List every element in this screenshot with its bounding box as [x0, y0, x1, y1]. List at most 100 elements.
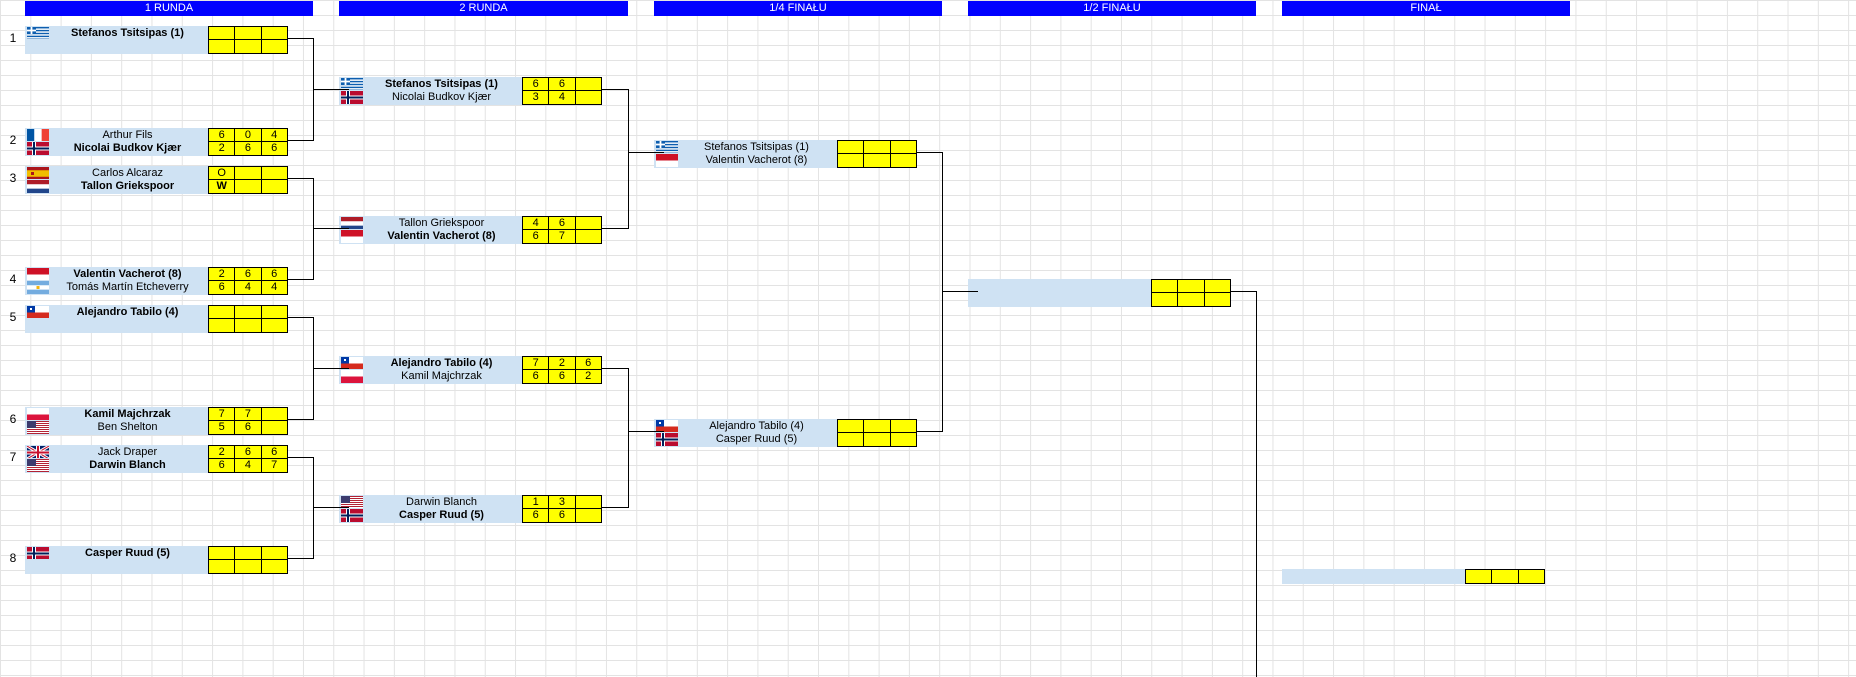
player-row[interactable]: Jack Draper: [25, 444, 208, 461]
score-cell-set-2[interactable]: [863, 153, 891, 168]
score-cell-set-1[interactable]: [1465, 569, 1493, 584]
score-cell-set-3[interactable]: [1203, 292, 1231, 307]
score-cell-set-3[interactable]: 4: [260, 128, 288, 143]
player-row[interactable]: Stefanos Tsitsipas (1): [339, 77, 522, 92]
score-cell-set-2[interactable]: [1177, 292, 1205, 307]
score-cell-set-1[interactable]: [837, 432, 865, 447]
bracket-connector: [286, 38, 313, 39]
player-row[interactable]: Tomás Martín Etcheverry: [25, 280, 208, 295]
player-name: Alejandro Tabilo (4): [76, 306, 179, 318]
bracket-connector: [915, 431, 942, 432]
score-cell-set-3[interactable]: [574, 508, 602, 523]
score-cell-set-1[interactable]: 6: [522, 369, 550, 384]
score-cell-set-1[interactable]: [208, 39, 236, 54]
player-row[interactable]: Tallon Griekspoor: [25, 179, 208, 194]
player-row[interactable]: Nicolai Budkov Kjær: [25, 141, 208, 156]
player-row[interactable]: Valentin Vacherot (8): [339, 229, 522, 244]
player-row[interactable]: Alejandro Tabilo (4): [25, 305, 208, 320]
score-cell-set-3[interactable]: [260, 39, 288, 54]
player-row[interactable]: Darwin Blanch: [339, 495, 522, 510]
score-cell-set-2[interactable]: 4: [548, 90, 576, 105]
player-name: Darwin Blanch: [406, 496, 477, 508]
player-row[interactable]: Kamil Majchrzak: [339, 369, 522, 384]
score-cell-set-3[interactable]: [260, 179, 288, 194]
player-row[interactable]: [25, 318, 208, 333]
player-row[interactable]: Valentin Vacherot (8): [654, 153, 837, 168]
player-row[interactable]: Stefanos Tsitsipas (1): [25, 26, 208, 41]
norway-flag-icon: [656, 433, 678, 446]
player-name: Arthur Fils: [102, 129, 153, 141]
score-cell-set-1[interactable]: 6: [208, 458, 236, 473]
bracket-connector: [600, 228, 628, 229]
score-cell-set-2[interactable]: [234, 179, 262, 194]
score-cell-set-3[interactable]: 6: [260, 267, 288, 282]
score-cell-set-2[interactable]: 4: [234, 280, 262, 295]
score-cell-set-2[interactable]: 6: [234, 141, 262, 156]
player-row[interactable]: [968, 292, 1151, 307]
player-name: Casper Ruud (5): [399, 509, 484, 521]
score-cell-set-2[interactable]: 6: [548, 369, 576, 384]
player-row[interactable]: Arthur Fils: [25, 128, 208, 143]
player-row[interactable]: Tallon Griekspoor: [339, 216, 522, 231]
player-name: Ben Shelton: [97, 421, 158, 433]
score-cell-set-2[interactable]: [234, 559, 262, 574]
score-cell-set-3[interactable]: 4: [260, 280, 288, 295]
player-row[interactable]: Kamil Majchrzak: [25, 407, 208, 422]
player-name: Casper Ruud (5): [715, 433, 798, 445]
score-cell-set-2[interactable]: 6: [234, 420, 262, 435]
score-cell-set-1[interactable]: [208, 559, 236, 574]
score-cell-set-2[interactable]: [234, 39, 262, 54]
score-cell-set-1[interactable]: 6: [208, 280, 236, 295]
score-cell-set-3[interactable]: 7: [260, 458, 288, 473]
player-row[interactable]: [1282, 569, 1465, 584]
score-cell-set-1[interactable]: 2: [208, 141, 236, 156]
player-row[interactable]: Alejandro Tabilo (4): [654, 419, 837, 434]
score-cell-set-3[interactable]: [574, 229, 602, 244]
uk-flag-icon: [26, 444, 50, 461]
score-cell-set-1[interactable]: [1151, 292, 1179, 307]
score-cell-set-2[interactable]: 4: [234, 458, 262, 473]
score-cell-set-1[interactable]: W: [208, 179, 236, 194]
player-row[interactable]: Darwin Blanch: [25, 458, 208, 473]
score-cell-set-2[interactable]: [863, 432, 891, 447]
score-cell-set-3[interactable]: [574, 90, 602, 105]
score-cell-set-1[interactable]: [208, 318, 236, 333]
score-cell-set-1[interactable]: 6: [522, 229, 550, 244]
score-cell-set-2[interactable]: 6: [548, 508, 576, 523]
bracket-connector: [600, 368, 628, 369]
greece-flag-icon: [656, 141, 678, 154]
player-row[interactable]: Alejandro Tabilo (4): [339, 356, 522, 371]
player-name: Darwin Blanch: [89, 459, 166, 471]
player-row[interactable]: Carlos Alcaraz: [25, 166, 208, 181]
score-cell-set-3[interactable]: [260, 318, 288, 333]
bracket-connector: [286, 279, 313, 280]
score-cell-set-3[interactable]: 6: [260, 141, 288, 156]
score-cell-set-1[interactable]: 3: [522, 90, 550, 105]
score-cell-set-1[interactable]: 5: [208, 420, 236, 435]
score-cell-set-3[interactable]: [260, 559, 288, 574]
player-row[interactable]: Stefanos Tsitsipas (1): [654, 140, 837, 155]
player-row[interactable]: Ben Shelton: [25, 420, 208, 435]
player-row[interactable]: Casper Ruud (5): [25, 546, 208, 561]
player-row[interactable]: Nicolai Budkov Kjær: [339, 90, 522, 105]
score-cell-set-3[interactable]: [889, 432, 917, 447]
score-cell-set-3[interactable]: 2: [574, 369, 602, 384]
score-cell-set-1[interactable]: [837, 153, 865, 168]
player-row[interactable]: Casper Ruud (5): [339, 508, 522, 523]
bracket-connector: [628, 152, 664, 153]
player-row[interactable]: Casper Ruud (5): [654, 432, 837, 447]
score-cell-set-2[interactable]: [234, 318, 262, 333]
player-name: Tallon Griekspoor: [80, 180, 175, 192]
player-row[interactable]: [968, 279, 1151, 294]
score-cell-set-2[interactable]: [1491, 569, 1519, 584]
score-cell-set-1[interactable]: 6: [522, 508, 550, 523]
score-cell-set-2[interactable]: 7: [548, 229, 576, 244]
score-cell-set-3[interactable]: [889, 153, 917, 168]
score-cell-set-3[interactable]: [260, 420, 288, 435]
player-name: Carlos Alcaraz: [92, 167, 163, 179]
player-row[interactable]: [25, 39, 208, 54]
player-row[interactable]: [25, 559, 208, 574]
player-row[interactable]: Valentin Vacherot (8): [25, 267, 208, 282]
score-cell-set-3[interactable]: [1517, 569, 1545, 584]
player-name: Kamil Majchrzak: [84, 408, 171, 420]
